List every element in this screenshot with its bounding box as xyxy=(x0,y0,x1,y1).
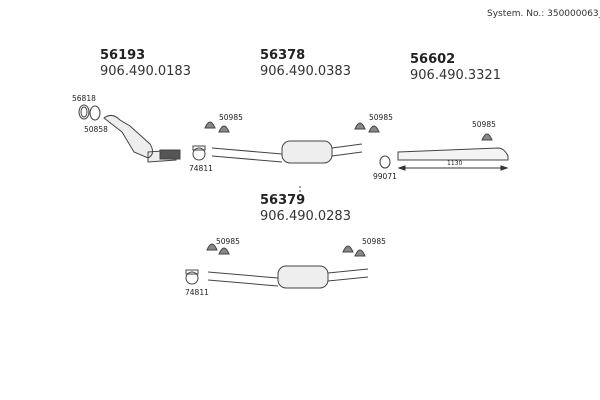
oem-number-56193: 906.490.0183 xyxy=(100,64,191,79)
callout-74811-top: 74811 xyxy=(189,164,213,173)
pipe-56378-drawing xyxy=(211,147,283,163)
part-number-56379: 56379 xyxy=(260,193,306,208)
callout-50985-a: 50985 xyxy=(219,113,243,122)
callout-50858: 50858 xyxy=(84,125,108,134)
callout-74811-bottom: 74811 xyxy=(185,288,209,297)
clamp-56818-drawing xyxy=(78,104,90,120)
hanger-50985-b-drawing xyxy=(354,122,380,133)
gasket-50858-drawing xyxy=(89,105,101,121)
callout-50985-d: 50985 xyxy=(216,237,240,246)
dimension-line xyxy=(397,165,509,171)
hanger-50985-c-drawing xyxy=(481,133,493,141)
hanger-50985-e-drawing xyxy=(342,245,366,257)
muffler-56379-drawing xyxy=(277,265,329,289)
oem-number-56379: 906.490.0283 xyxy=(260,209,351,224)
clamp-74811-top-drawing xyxy=(192,145,206,161)
part-number-56378: 56378 xyxy=(260,48,306,63)
dimension-label: 1130 xyxy=(447,160,463,167)
callout-50985-e: 50985 xyxy=(362,237,386,246)
oem-number-56378: 906.490.0383 xyxy=(260,64,351,79)
clamp-99071-drawing xyxy=(379,155,391,169)
callout-50985-b: 50985 xyxy=(369,113,393,122)
clamp-74811-bottom-drawing xyxy=(185,269,199,285)
pipe-56379-drawing xyxy=(207,271,279,287)
part-number-56193: 56193 xyxy=(100,48,146,63)
callout-56818: 56818 xyxy=(72,94,96,103)
part-number-56602: 56602 xyxy=(410,52,456,67)
tailpipe-56602-drawing xyxy=(397,147,509,161)
callout-50985-c: 50985 xyxy=(472,120,496,129)
oem-number-56602: 906.490.3321 xyxy=(410,68,501,83)
flex-pipe-drawing xyxy=(159,149,181,160)
muffler-56378-drawing xyxy=(281,140,333,164)
hanger-50985-a-drawing xyxy=(204,121,230,133)
system-number: System. No.: 350000063_09 xyxy=(487,9,600,19)
hanger-50985-d-drawing xyxy=(206,243,230,255)
callout-99071: 99071 xyxy=(373,172,397,181)
